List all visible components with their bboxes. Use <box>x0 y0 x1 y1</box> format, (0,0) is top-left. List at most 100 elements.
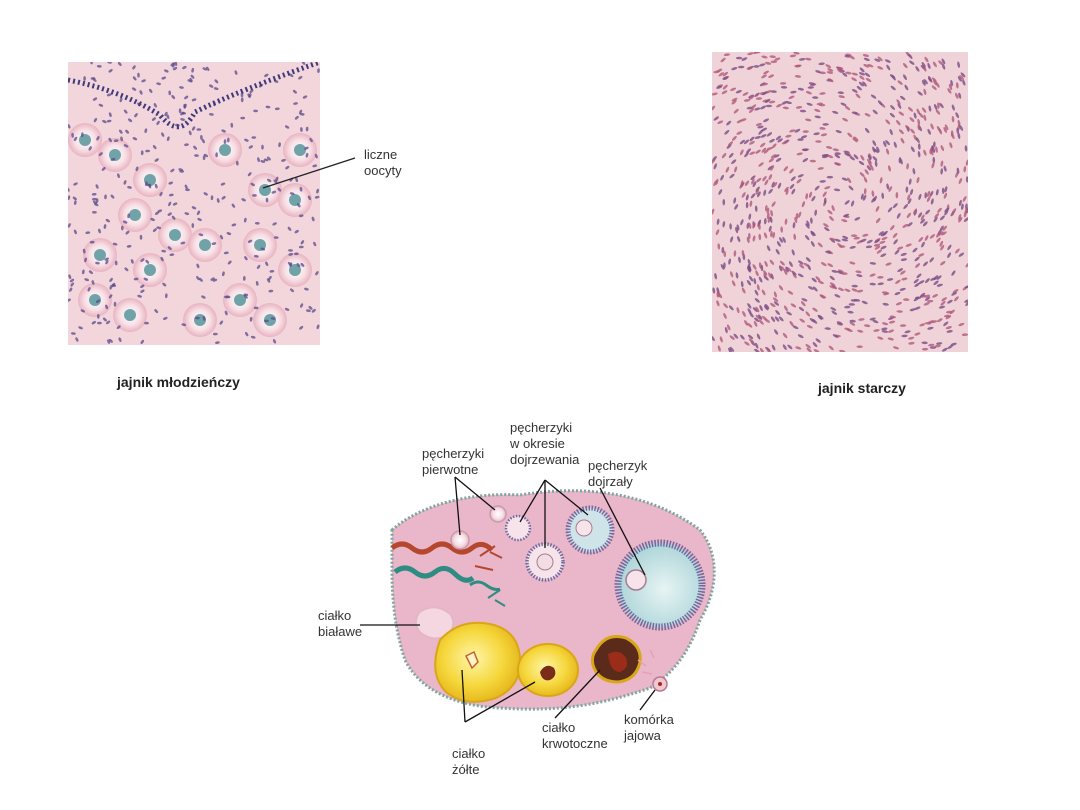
cell-nucleus <box>268 275 272 281</box>
cell-nucleus <box>305 126 309 132</box>
stroma-nucleus <box>849 319 856 323</box>
cell-nucleus <box>154 158 159 162</box>
stroma-nucleus <box>873 329 880 332</box>
stroma-nucleus <box>962 79 966 86</box>
stroma-nucleus <box>863 64 870 68</box>
cell-nucleus <box>273 179 278 184</box>
stroma-nucleus <box>798 211 802 218</box>
stroma-nucleus <box>712 105 716 111</box>
stroma-nucleus <box>801 201 806 208</box>
stroma-nucleus <box>903 203 909 210</box>
stroma-nucleus <box>829 275 835 281</box>
stroma-nucleus <box>782 236 786 243</box>
stroma-nucleus <box>915 137 920 143</box>
stroma-nucleus <box>770 90 777 93</box>
stroma-nucleus <box>747 258 751 266</box>
cell-nucleus <box>264 73 269 78</box>
stroma-nucleus <box>930 149 934 156</box>
stroma-nucleus <box>952 289 959 294</box>
stroma-nucleus <box>713 180 718 187</box>
stroma-nucleus <box>964 284 968 289</box>
stroma-nucleus <box>943 321 949 327</box>
cell-nucleus <box>290 288 294 293</box>
stroma-nucleus <box>862 233 869 237</box>
stroma-nucleus <box>790 90 797 94</box>
stroma-nucleus <box>929 346 937 349</box>
stroma-nucleus <box>780 85 788 89</box>
cell-nucleus <box>295 177 299 183</box>
stroma-nucleus <box>741 192 746 198</box>
stroma-nucleus <box>940 168 944 175</box>
cell-nucleus <box>123 144 129 148</box>
stroma-nucleus <box>847 132 853 138</box>
stroma-nucleus <box>739 149 744 156</box>
stroma-nucleus <box>755 97 763 100</box>
cell-nucleus <box>253 306 259 310</box>
stroma-nucleus <box>900 270 906 275</box>
stroma-nucleus <box>748 95 755 100</box>
stroma-nucleus <box>874 239 880 244</box>
stroma-nucleus <box>761 82 768 86</box>
stroma-nucleus <box>883 141 887 147</box>
stroma-nucleus <box>770 316 776 322</box>
cell-nucleus <box>123 109 128 114</box>
stroma-nucleus <box>774 57 781 61</box>
stroma-nucleus <box>844 288 851 292</box>
oocyte-nucleus <box>234 294 246 306</box>
stroma-nucleus <box>921 107 927 113</box>
stroma-nucleus <box>926 190 931 197</box>
stroma-nucleus <box>780 226 784 233</box>
cell-nucleus <box>245 331 249 337</box>
stroma-nucleus <box>931 162 935 169</box>
cell-nucleus <box>183 103 187 109</box>
stroma-nucleus <box>716 291 720 298</box>
cell-nucleus <box>191 67 195 73</box>
stroma-nucleus <box>843 213 850 218</box>
stroma-nucleus <box>897 268 904 273</box>
stroma-nucleus <box>777 138 783 143</box>
cell-nucleus <box>113 139 119 143</box>
stroma-nucleus <box>919 292 926 298</box>
stroma-nucleus <box>874 245 881 250</box>
stroma-nucleus <box>895 192 899 199</box>
stroma-nucleus <box>865 78 872 82</box>
cell-nucleus <box>316 324 320 330</box>
stroma-nucleus <box>758 233 762 241</box>
cell-nucleus <box>196 210 201 216</box>
stroma-nucleus <box>859 67 865 73</box>
stroma-nucleus <box>713 116 719 121</box>
cell-nucleus <box>230 122 234 128</box>
cell-nucleus <box>140 284 145 288</box>
stroma-nucleus <box>791 188 796 195</box>
stroma-nucleus <box>869 317 876 321</box>
stroma-nucleus <box>805 91 812 95</box>
stroma-nucleus <box>798 306 805 312</box>
oocyte-nucleus <box>289 194 301 206</box>
stroma-nucleus <box>913 112 917 119</box>
stroma-nucleus <box>941 187 945 194</box>
stroma-nucleus <box>760 264 764 272</box>
stroma-nucleus <box>744 152 749 158</box>
stroma-nucleus <box>764 98 771 103</box>
stroma-nucleus <box>872 319 879 324</box>
stroma-nucleus <box>918 253 925 257</box>
stroma-nucleus <box>905 243 912 247</box>
stroma-nucleus <box>939 215 945 221</box>
cell-nucleus <box>73 229 77 235</box>
stroma-nucleus <box>778 316 784 322</box>
stroma-nucleus <box>913 278 919 284</box>
cell-nucleus <box>95 198 99 203</box>
cell-nucleus <box>105 304 109 310</box>
stroma-nucleus <box>951 291 957 296</box>
cell-nucleus <box>137 72 140 78</box>
stroma-nucleus <box>805 311 811 317</box>
stroma-nucleus <box>754 348 760 352</box>
stroma-nucleus <box>842 72 848 77</box>
cell-nucleus <box>191 206 197 210</box>
cell-nucleus <box>104 194 107 200</box>
oocyte-nucleus <box>289 264 301 276</box>
stroma-nucleus <box>717 243 721 250</box>
stroma-nucleus <box>910 128 915 134</box>
stroma-nucleus <box>776 103 783 108</box>
stroma-nucleus <box>807 286 814 290</box>
